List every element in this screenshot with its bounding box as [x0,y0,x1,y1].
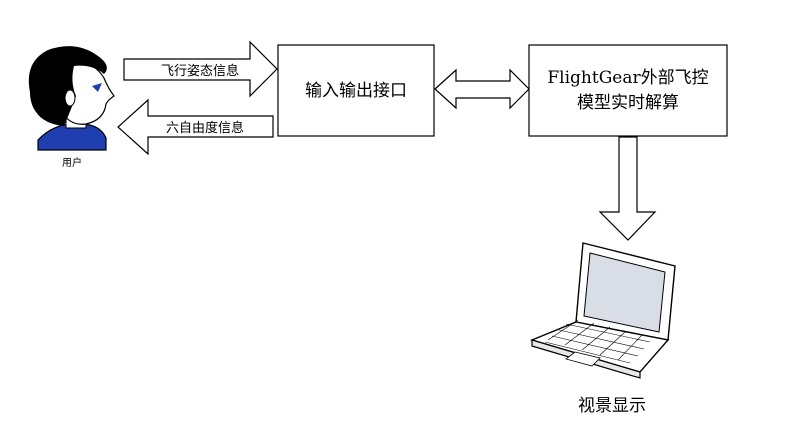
arrow-attitude-label: 飞行姿态信息 [161,63,239,79]
user-ear [64,89,76,107]
io-interface-label: 输入输出接口 [305,81,407,101]
arrow-bidirectional [434,68,530,110]
user-eye [92,83,102,92]
user-hair [28,46,107,126]
user-face [61,60,115,125]
flight-model-label-line1: FlightGear外部飞控 [547,68,708,88]
io-interface-box: 输入输出接口 [277,44,435,137]
arrow-6dof-label: 六自由度信息 [166,120,244,136]
arrow-to-display [598,136,657,241]
arrow-6dof-info: 六自由度信息 [117,98,274,156]
user-label: 用户 [62,156,82,169]
display-label: 视景显示 [578,396,646,416]
flight-model-label-line2: 模型实时解算 [577,93,679,113]
laptop-icon [529,242,676,379]
arrow-attitude-info: 飞行姿态信息 [123,40,278,98]
user-figure: 用户 [28,46,115,169]
flight-model-box: FlightGear外部飞控 模型实时解算 [528,44,728,137]
